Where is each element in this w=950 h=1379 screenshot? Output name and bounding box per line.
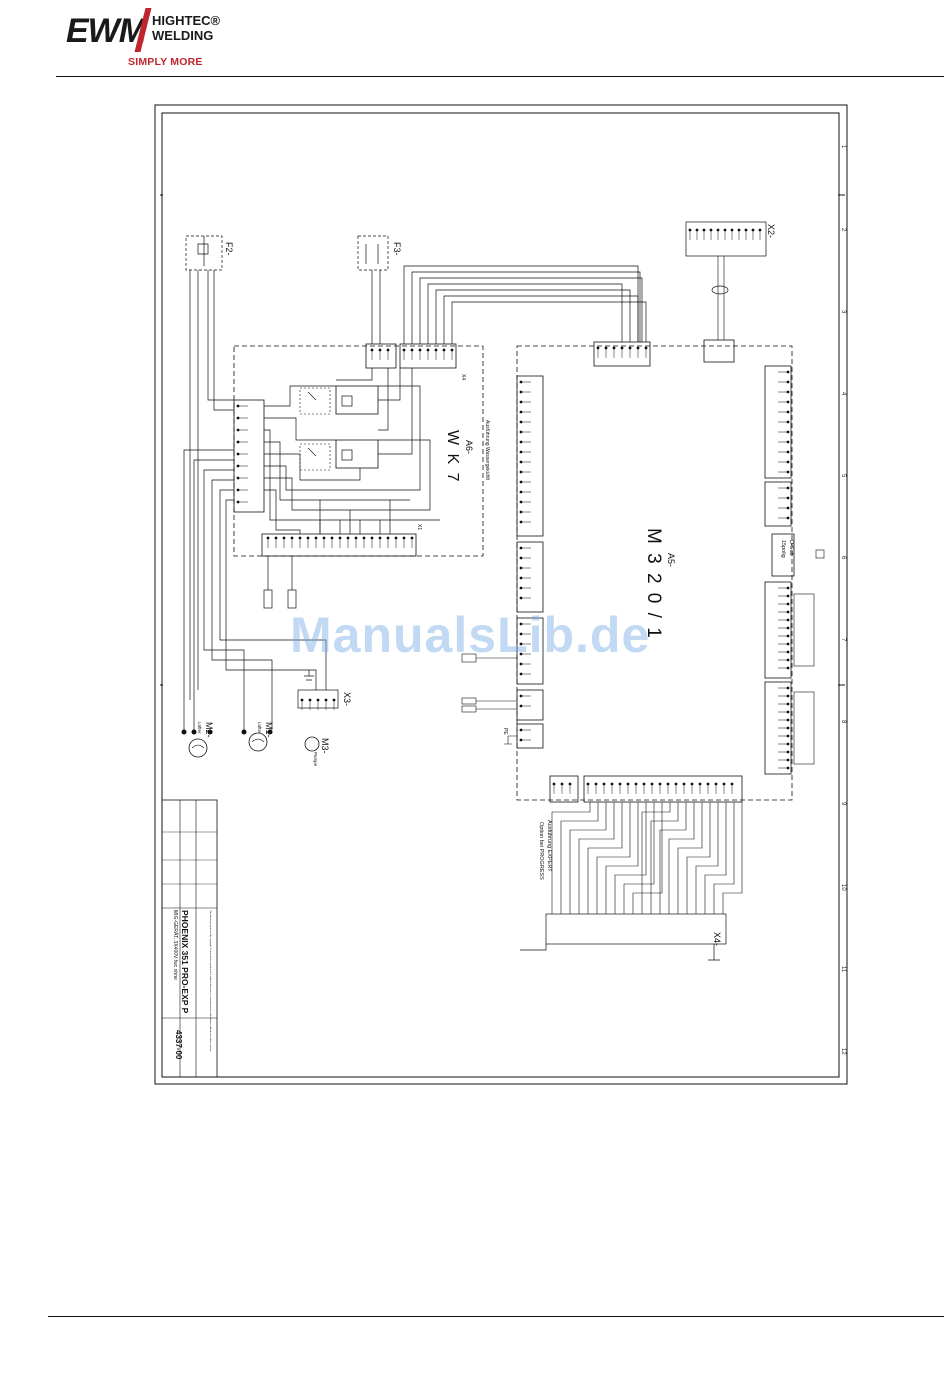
m1-label: M1- [264,722,274,738]
x3-label: X3- [342,692,352,706]
logo-ewm-text: EWM [66,12,147,50]
f3-label: F3- [392,242,402,256]
m3-sublabel: Pumpe [313,752,318,767]
drawing-frame-inner [161,112,840,1078]
grid-number-8: 8 [840,720,846,724]
note-expert: Ausführung EXPERT [546,820,552,872]
title-block-subtitle: MIG-GERÄT, 3X400V fwc ohne [172,910,179,980]
grid-number-1: 1 [840,145,846,149]
logo-slogan: SIMPLY MORE [128,56,203,68]
dsub-sublabel: 15polig [780,540,786,558]
m3-label: M3- [320,738,330,754]
a6-x1-label: X1 [416,524,422,530]
x4-label: X4- [712,932,722,946]
title-block-number: 4337-00 [174,1030,183,1060]
drawing-frame-outer [154,104,848,1085]
a5-module-name: M 3 2 0 / 1 [643,528,664,640]
a6-module-id: A6- [464,440,474,454]
grid-number-9: 9 [840,802,846,806]
header-rule [56,76,944,77]
a6-module-subtitle: Ausführung Wassergekühlt [484,420,490,480]
watermark: ManualsLib.de [290,607,651,663]
logo-hightec-text: HIGHTEC® [152,13,221,28]
footer-rule [48,1316,944,1317]
logo-welding-text: WELDING [152,28,214,43]
grid-number-2: 2 [840,228,846,232]
a5-module-id: A5- [666,553,676,567]
pe-label: PE [502,728,508,735]
f2-label: F2- [224,242,234,256]
ewm-logo: EWM HIGHTEC® WELDING SIMPLY MORE [64,8,224,72]
dsub-label: D-Sub [788,540,794,556]
m2-label: M2- [204,722,214,738]
note-progress: Option bei PROGRESS [538,822,544,880]
title-block-copyright: This drawing is protected by copyright. … [209,910,212,1052]
a6-module-name: W K 7 [444,430,461,484]
a6-x4-label: X4 [460,374,466,380]
grid-number-4: 4 [840,392,846,396]
grid-number-7: 7 [840,638,846,642]
grid-number-6: 6 [840,556,846,560]
m1-sublabel: Lüfter [257,722,262,734]
m2-sublabel: Lüfter [197,722,202,734]
grid-number-5: 5 [840,474,846,478]
module-a5-outline [516,345,793,801]
title-block-title: PHOENIX 351 PRO-EXP P [180,910,190,1014]
grid-number-3: 3 [840,310,846,314]
grid-number-10: 10 [840,884,846,891]
grid-number-11: 11 [840,966,846,973]
title-block [161,799,218,1078]
page-header: EWM HIGHTEC® WELDING SIMPLY MORE [0,0,950,80]
x2-top-label: X2- [766,224,776,238]
grid-number-12: 12 [840,1048,846,1055]
